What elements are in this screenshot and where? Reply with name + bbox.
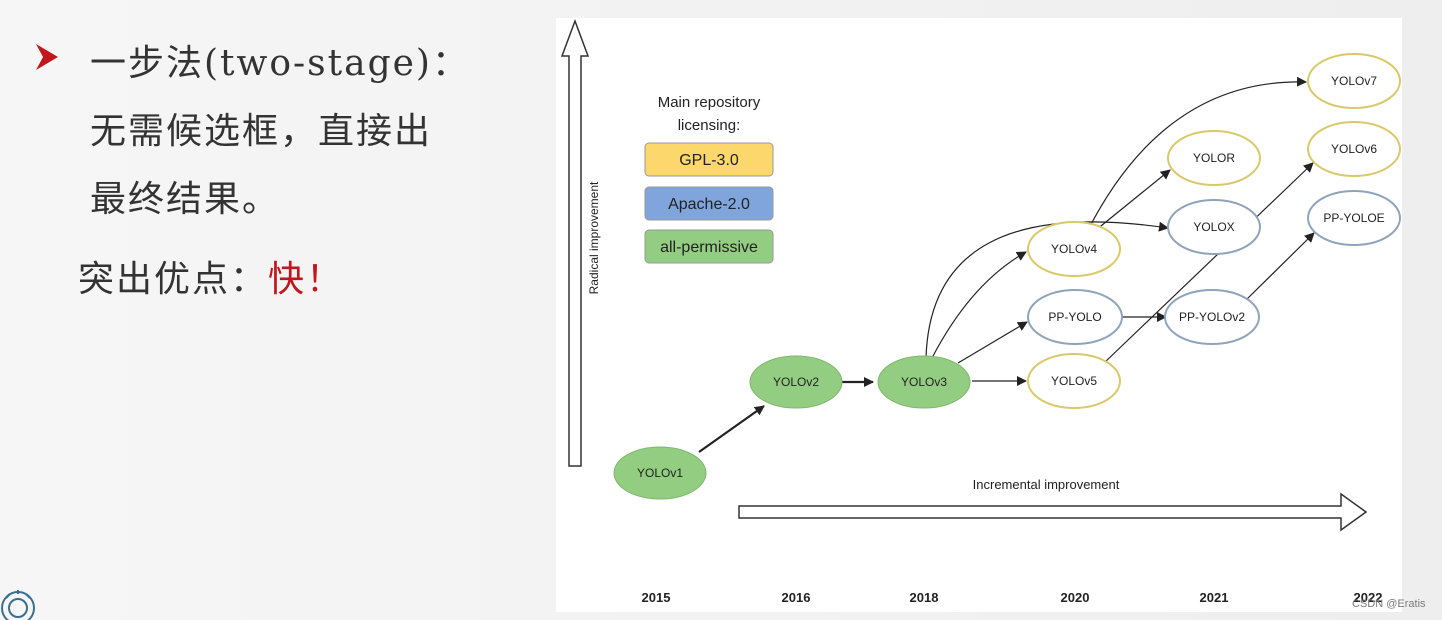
node-yolov3-shape [877, 355, 971, 409]
legend-label-apache: Apache-2.0 [668, 196, 750, 213]
node-yolov6-shape [1307, 121, 1401, 177]
node-yolov5-shape [1027, 353, 1121, 409]
node-yolor-label: YOLOR [1193, 151, 1235, 165]
node-yolor-shape [1167, 130, 1261, 186]
edge-v3-v4 [931, 251, 1027, 359]
arrow-bullet-icon [36, 44, 58, 70]
advantage-prefix: 突出优点： [78, 259, 269, 300]
yolo-evolution-diagram: Radical improvement Incremental improvem… [556, 18, 1402, 612]
legend-title-line1: Main repository [658, 94, 761, 111]
edge-v3-yolox [925, 221, 1169, 359]
legend-swatch-permissive [644, 229, 774, 264]
radical-improvement-arrow [560, 18, 590, 467]
node-yolov4-label: YOLOv4 [1051, 242, 1097, 256]
node-yolox-label: YOLOX [1193, 220, 1234, 234]
edge-ppyolov2-ppyoloe [1245, 232, 1315, 301]
gear-logo-icon [1, 590, 35, 620]
node-yolov7-shape [1307, 53, 1401, 109]
year-label: 2021 [1200, 590, 1229, 605]
node-ppyolov2-shape [1164, 289, 1260, 345]
legend-title-line2: licensing: [678, 117, 741, 134]
legend-label-permissive: all-permissive [660, 239, 758, 256]
node-ppyolo-shape [1027, 289, 1123, 345]
advantage-emphasis: 快！ [268, 259, 345, 300]
edge-v1-v2 [698, 405, 765, 453]
advantage-line: 突出优点：快！ [78, 250, 344, 302]
node-ppyolov2-label: PP-YOLOv2 [1179, 310, 1245, 324]
node-yolov1-shape [613, 446, 707, 500]
node-yolov5-label: YOLOv5 [1051, 374, 1097, 388]
year-label: 2015 [642, 590, 671, 605]
bullet-text: 一步法(two-stage)： 无需候选框，直接出 最终结果。 [90, 43, 470, 220]
node-yolov6-label: YOLOv6 [1331, 142, 1377, 156]
year-label: 2016 [782, 590, 811, 605]
node-yolov2-shape [749, 355, 843, 409]
incremental-improvement-arrow [738, 492, 1368, 532]
edge-v5-yolov6 [1103, 162, 1314, 364]
year-label: 2022 [1354, 590, 1383, 605]
node-yolov4-shape [1027, 221, 1121, 277]
edge-v4-yolov7 [1087, 76, 1307, 231]
slide-text-area: 一步法(two-stage)： 无需候选框，直接出 最终结果。 突出优点：快！ [0, 0, 540, 620]
edge-v4-yolor [1095, 169, 1171, 231]
node-yolov1-label: YOLOv1 [637, 466, 683, 480]
node-ppyolo-label: PP-YOLO [1048, 310, 1101, 324]
watermark: CSDN @Eratis [1352, 598, 1426, 610]
node-ppyoloe-shape [1307, 190, 1401, 246]
legend-label-gpl: GPL-3.0 [679, 152, 739, 169]
node-yolov2-label: YOLOv2 [773, 375, 819, 389]
node-ppyoloe-label: PP-YOLOE [1323, 211, 1384, 225]
node-yolov3-label: YOLOv3 [901, 375, 947, 389]
radical-improvement-label: Radical improvement [587, 181, 601, 294]
legend-swatch-apache [644, 186, 774, 221]
incremental-improvement-label: Incremental improvement [973, 477, 1120, 492]
node-yolox-shape [1167, 199, 1261, 255]
year-label: 2018 [910, 590, 939, 605]
year-label: 2020 [1061, 590, 1090, 605]
legend-swatch-gpl [644, 142, 774, 177]
edge-v3-ppyolo [957, 321, 1028, 364]
node-yolov7-label: YOLOv7 [1331, 74, 1377, 88]
